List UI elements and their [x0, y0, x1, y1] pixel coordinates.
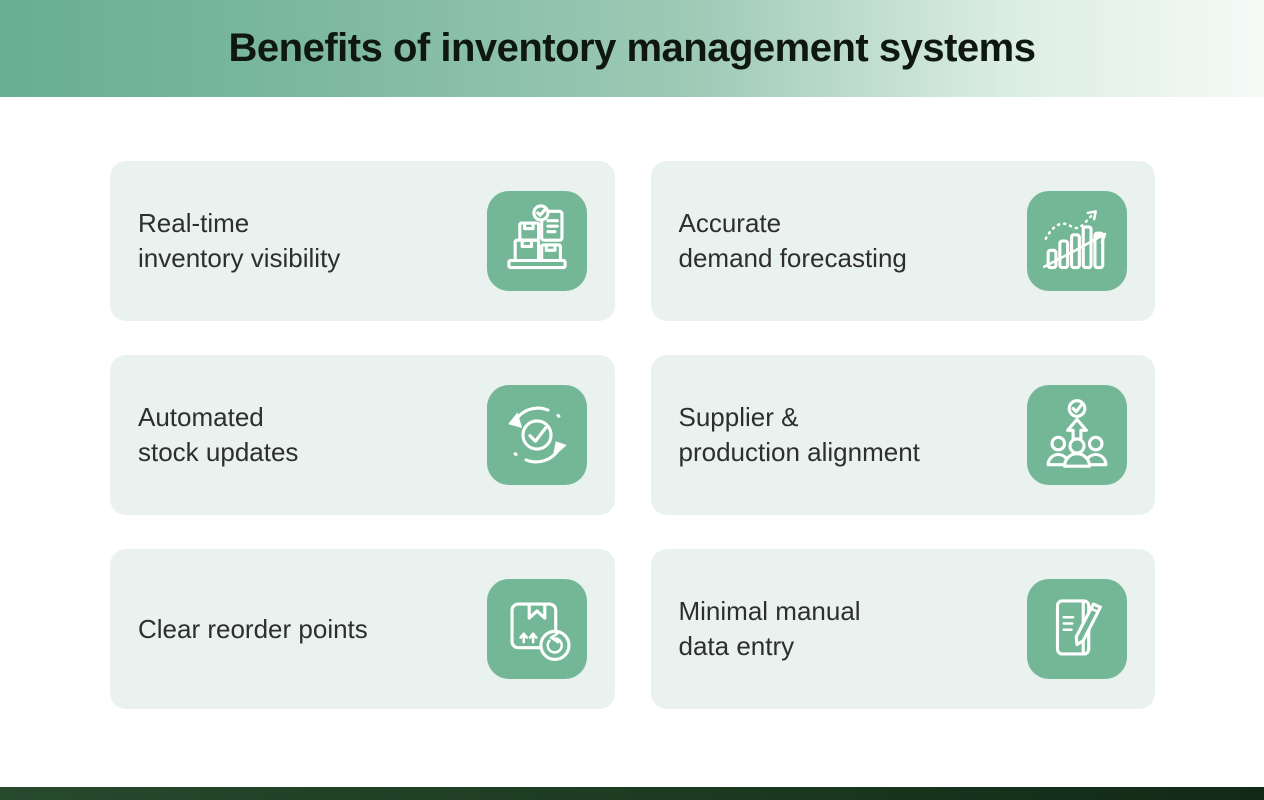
benefit-card-automated-stock-updates: Automated stock updates: [110, 355, 615, 515]
benefit-label: Automated stock updates: [138, 400, 298, 470]
benefit-label: Real-time inventory visibility: [138, 206, 340, 276]
header-banner: Benefits of inventory management systems: [0, 0, 1264, 97]
benefit-card-real-time-visibility: Real-time inventory visibility: [110, 161, 615, 321]
benefit-label-line: Real-time: [138, 208, 250, 238]
demand-forecast-chart-icon: [1027, 191, 1127, 291]
supplier-alignment-team-icon: [1027, 385, 1127, 485]
manual-entry-notepad-pencil-icon: [1027, 579, 1127, 679]
page-title: Benefits of inventory management systems: [228, 26, 1036, 70]
benefit-card-supplier-alignment: Supplier & production alignment: [650, 355, 1155, 515]
benefit-label: Clear reorder points: [138, 612, 368, 647]
benefit-label: Supplier & production alignment: [679, 400, 920, 470]
benefit-card-reorder-points: Clear reorder points: [110, 549, 615, 709]
benefit-label: Minimal manual data entry: [679, 594, 861, 664]
benefit-label-line: Automated: [138, 402, 264, 432]
inventory-boxes-checklist-icon: [486, 191, 587, 291]
benefit-label-line: production alignment: [678, 437, 920, 467]
benefit-label-line: Accurate: [678, 208, 782, 238]
benefit-card-demand-forecasting: Accurate demand forecasting: [650, 161, 1155, 321]
benefit-label-line: inventory visibility: [138, 243, 341, 273]
benefit-label-line: stock updates: [138, 437, 299, 467]
benefits-grid: Real-time inventory visibility: [0, 161, 1264, 709]
benefit-label-line: Clear reorder points: [138, 613, 368, 644]
benefit-label-line: demand forecasting: [678, 243, 907, 273]
reorder-box-refresh-icon: [486, 579, 587, 679]
automated-sync-check-icon: [486, 385, 587, 485]
footer-accent-bar: [0, 787, 1264, 800]
benefit-label: Accurate demand forecasting: [679, 206, 907, 276]
benefit-label-line: data entry: [678, 631, 795, 661]
benefit-label-line: Minimal manual: [678, 596, 861, 626]
benefit-label-line: Supplier &: [678, 402, 799, 432]
benefit-card-minimal-data-entry: Minimal manual data entry: [650, 549, 1155, 709]
